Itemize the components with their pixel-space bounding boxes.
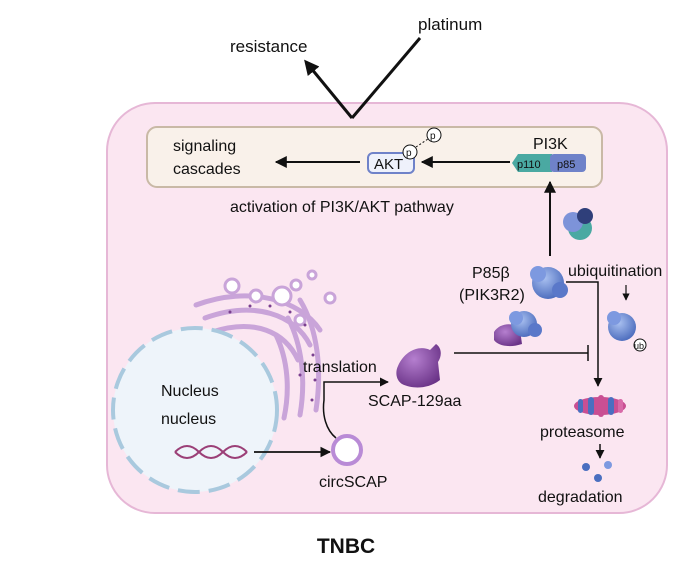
proteasome-icon bbox=[574, 395, 626, 417]
p85b-line2: (PIK3R2) bbox=[459, 287, 525, 304]
pi3k-complex-protein-icon bbox=[563, 208, 593, 240]
pi3k-label: PI3K bbox=[533, 136, 568, 153]
scap-129aa-protein-icon bbox=[396, 344, 441, 388]
degradation-fragments-icon bbox=[582, 461, 612, 482]
phospho-label-2: p bbox=[430, 131, 436, 142]
golgi-apparatus-icon bbox=[193, 293, 323, 421]
signaling-line: signaling bbox=[173, 138, 236, 155]
dna-helix-icon bbox=[174, 445, 248, 459]
scap-p85b-complex-icon bbox=[494, 311, 542, 347]
resistance-label: resistance bbox=[230, 37, 307, 56]
ub-label: ub bbox=[634, 341, 644, 351]
circscap-ring-icon bbox=[331, 434, 363, 466]
signaling-cascades-label: signaling cascades bbox=[173, 138, 241, 178]
ubiquitination-label: ubiquitination bbox=[568, 263, 662, 280]
nucleus-line1: Nucleus bbox=[161, 383, 219, 400]
ubiquitinated-protein-icon: ub bbox=[607, 311, 647, 352]
akt-label: AKT bbox=[374, 156, 403, 173]
cascades-line: cascades bbox=[173, 161, 241, 178]
golgi-vesicles bbox=[223, 269, 337, 327]
nucleus-line2: nucleus bbox=[161, 411, 216, 428]
phospho-label-1: p bbox=[406, 148, 412, 159]
nucleus bbox=[111, 326, 279, 494]
nucleus-label: Nucleus nucleus bbox=[161, 383, 223, 428]
p85b-to-proteasome-arrow bbox=[566, 281, 603, 387]
golgi-ribosomes bbox=[228, 304, 317, 402]
pathway-label: activation of PI3K/AKT pathway bbox=[230, 199, 454, 216]
tnbc-label: TNBC bbox=[317, 535, 375, 558]
degradation-label: degradation bbox=[538, 489, 623, 506]
scap-inhibition-line bbox=[454, 345, 589, 361]
scap-129aa-label: SCAP-129aa bbox=[368, 393, 461, 410]
p85b-protein-icon bbox=[530, 266, 568, 299]
p85b-label: P85β (PIK3R2) bbox=[459, 265, 525, 304]
translation-label: translation bbox=[303, 359, 377, 376]
platinum-resistance-arrow bbox=[304, 37, 422, 119]
p110-label: p110 bbox=[517, 159, 541, 171]
pi3k-complex: p110 p85 bbox=[512, 154, 586, 172]
platinum-label: platinum bbox=[418, 15, 482, 34]
p85-label: p85 bbox=[557, 159, 575, 171]
p85b-line1: P85β bbox=[472, 265, 510, 282]
translation-arrow bbox=[322, 377, 389, 439]
circscap-label: circSCAP bbox=[319, 474, 387, 491]
akt-node: AKT p p bbox=[367, 127, 442, 174]
proteasome-label: proteasome bbox=[540, 424, 625, 441]
